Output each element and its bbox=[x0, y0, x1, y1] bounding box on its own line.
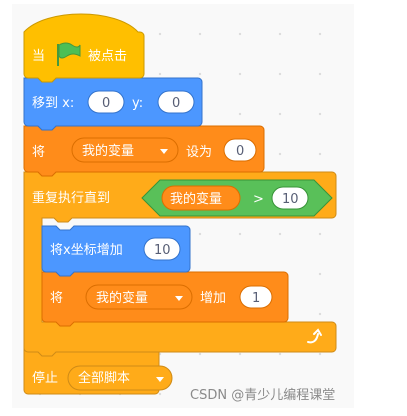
variable-reporter[interactable] bbox=[161, 185, 241, 211]
stop-option-dropdown[interactable] bbox=[67, 365, 173, 391]
change-variable-label: 将 bbox=[50, 291, 63, 306]
stop-label: 停止 bbox=[32, 370, 58, 386]
hat-prefix: 当 bbox=[32, 49, 45, 64]
change-variable-action: 增加 bbox=[200, 291, 226, 306]
watermark-text: CSDN @青少儿编程课堂 bbox=[190, 388, 336, 403]
change-x-label: 将x坐标增加 bbox=[50, 243, 123, 258]
loop-arrow-icon bbox=[307, 328, 322, 344]
triangle-down-icon bbox=[175, 296, 183, 301]
operator-symbol: > bbox=[253, 192, 264, 207]
condition-value-input[interactable] bbox=[271, 186, 309, 210]
set-variable-action: 设为 bbox=[186, 145, 212, 160]
triangle-down-icon bbox=[156, 377, 164, 382]
set-variable-label: 将 bbox=[32, 145, 45, 160]
set-variable-value-input[interactable] bbox=[223, 138, 257, 162]
change-variable-value-input[interactable] bbox=[239, 285, 273, 309]
triangle-down-icon bbox=[160, 149, 168, 154]
go-to-y-label: y: bbox=[132, 96, 143, 111]
stop-block[interactable]: 停止 全部脚本 bbox=[23, 341, 173, 395]
set-variable-block[interactable]: 将 我的变量 设为 0 bbox=[23, 125, 265, 177]
change-variable-value: 1 bbox=[252, 291, 260, 306]
script-blocks: 停止 全部脚本 重复执行直到 我的变量 > 10 将 我的变量 增加 1 将x坐… bbox=[23, 13, 337, 395]
change-x-value: 10 bbox=[154, 243, 171, 258]
set-variable-dropdown[interactable] bbox=[71, 137, 179, 163]
change-x-value-input[interactable] bbox=[143, 237, 181, 261]
go-to-x-value: 0 bbox=[102, 96, 110, 111]
change-variable-dropdown[interactable] bbox=[85, 284, 193, 310]
go-to-x-input[interactable] bbox=[87, 90, 125, 114]
scripts-area[interactable]: 停止 全部脚本 重复执行直到 我的变量 > 10 将 我的变量 增加 1 将x坐… bbox=[12, 4, 354, 408]
change-x-block[interactable]: 将x坐标增加 10 bbox=[41, 225, 191, 277]
change-variable-block[interactable]: 将 我的变量 增加 1 bbox=[41, 271, 289, 327]
go-to-y-value: 0 bbox=[172, 96, 180, 111]
stop-option: 全部脚本 bbox=[78, 370, 130, 386]
green-flag-icon bbox=[57, 42, 81, 66]
condition-value: 10 bbox=[282, 192, 299, 207]
go-to-x-label: 移到 x: bbox=[32, 96, 74, 111]
go-to-xy-block[interactable]: 移到 x: 0 y: 0 bbox=[23, 77, 203, 131]
repeat-until-label: 重复执行直到 bbox=[32, 190, 110, 206]
condition-variable: 我的变量 bbox=[170, 191, 222, 207]
change-variable-name: 我的变量 bbox=[96, 290, 148, 306]
hat-suffix: 被点击 bbox=[88, 49, 127, 64]
set-variable-value: 0 bbox=[236, 144, 244, 159]
set-variable-name: 我的变量 bbox=[82, 143, 134, 159]
go-to-y-input[interactable] bbox=[157, 90, 195, 114]
when-flag-clicked-block[interactable]: 当 被点击 bbox=[23, 13, 145, 83]
repeat-until-block[interactable]: 重复执行直到 我的变量 > 10 bbox=[23, 171, 337, 357]
